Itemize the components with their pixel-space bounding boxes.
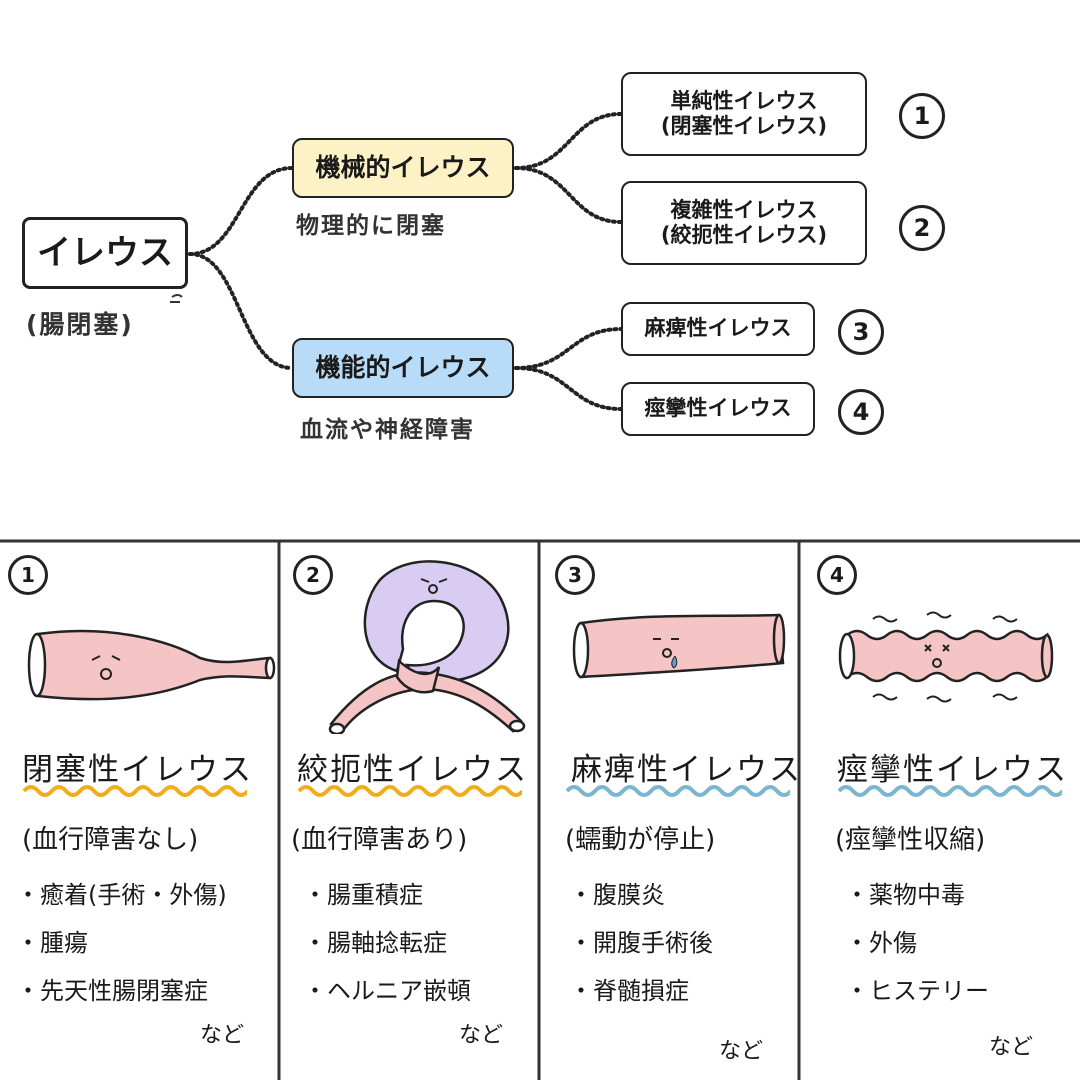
list-item: ・開腹手術後	[569, 929, 713, 957]
leaf-number-1: 1	[899, 93, 945, 139]
panel-title: 閉塞性イレウス	[22, 752, 253, 788]
list-item: ・ヒステリー	[845, 977, 989, 1005]
cause-list: ・癒着(手術・外傷) ・腫瘍 ・先天性腸閉塞症	[16, 871, 227, 1015]
paralyzed-intestine-illustration	[572, 613, 786, 679]
panel-number: 4	[817, 555, 857, 595]
leaf-number-2: 2	[899, 205, 945, 251]
list-item: ・腸重積症	[303, 881, 423, 909]
list-item: ・外傷	[845, 929, 917, 957]
leaf-line1: 単純性イレウス	[670, 88, 818, 113]
twisted-intestine-illustration	[328, 560, 526, 734]
list-item: ・先天性腸閉塞症	[16, 977, 208, 1005]
leaf-line1: 痙攣性イレウス	[644, 396, 792, 421]
mechanical-node: 機械的イレウス	[292, 138, 514, 198]
leaf-simple-ileus: 単純性イレウス (閉塞性イレウス)	[621, 72, 867, 156]
root-label: イレウス	[37, 232, 173, 273]
panel-number: 2	[293, 555, 333, 595]
list-item: ・腫瘍	[16, 929, 88, 957]
title-underline	[565, 785, 790, 797]
cause-list: ・腹膜炎 ・開腹手術後 ・脊髄損症	[569, 871, 713, 1015]
connector-func-leaf3	[514, 327, 623, 370]
panel-subtitle: (血行障害なし)	[22, 825, 199, 855]
mechanical-label: 機械的イレウス	[315, 153, 491, 182]
functional-node: 機能的イレウス	[292, 338, 514, 398]
panel-subtitle: (血行障害あり)	[291, 825, 468, 855]
panel-subtitle: (痙攣性収縮)	[835, 825, 986, 855]
connector-mech-leaf1	[514, 112, 623, 170]
leaf-line1: 複雑性イレウス	[670, 197, 818, 222]
connector-lines	[170, 112, 623, 411]
cause-list: ・腸重積症 ・腸軸捻転症 ・ヘルニア嵌頓	[303, 871, 471, 1015]
spasm-intestine-illustration	[838, 611, 1054, 703]
connector-mech-leaf2	[514, 166, 623, 224]
panel-etc: など	[719, 1039, 764, 1064]
panel-number: 1	[8, 555, 48, 595]
connector-func-leaf4	[514, 366, 623, 411]
leaf-spastic-ileus: 痙攣性イレウス	[621, 382, 815, 436]
functional-note: 血流や神経障害	[300, 417, 475, 443]
functional-label: 機能的イレウス	[315, 353, 491, 382]
leaf-complex-ileus: 複雑性イレウス (絞扼性イレウス)	[621, 181, 867, 265]
panel-obstructive: 1 閉塞性イレウス (血行障害なし) ・癒着(手術・外傷) ・腫瘍 ・先天性腸閉…	[0, 541, 279, 1080]
leaf-line2: (閉塞性イレウス)	[660, 114, 828, 138]
title-underline	[837, 785, 1062, 797]
connector-root-mechanical	[188, 166, 294, 256]
panel-title: 痙攣性イレウス	[837, 752, 1068, 788]
list-item: ・癒着(手術・外傷)	[16, 881, 227, 909]
title-underline	[22, 785, 247, 797]
leaf-paralytic-ileus: 麻痺性イレウス	[621, 302, 815, 356]
panel-etc: など	[459, 1023, 504, 1048]
panel-title: 絞扼性イレウス	[297, 752, 528, 788]
panel-paralytic: 3 麻痺性イレウス (蠕動が停止) ・腹膜炎 ・開腹手術後 ・脊髄損症 など	[539, 541, 802, 1080]
panel-number: 3	[555, 555, 595, 595]
list-item: ・脊髄損症	[569, 977, 689, 1005]
list-item: ・薬物中毒	[845, 881, 965, 909]
pen-mark	[170, 294, 183, 303]
panel-spastic: 4 痙攣性イレウス (痙攣性収縮) ・薬物中毒 ・外傷 ・ヒステリー など	[799, 541, 1080, 1080]
leaf-line2: (絞扼性イレウス)	[660, 223, 828, 247]
connector-root-functional	[188, 252, 294, 370]
leaf-line1: 麻痺性イレウス	[644, 316, 792, 341]
leaf-number-4: 4	[838, 389, 884, 435]
root-node: イレウス	[22, 217, 188, 289]
title-underline	[297, 785, 522, 797]
panel-subtitle: (蠕動が停止)	[565, 825, 716, 855]
list-item: ・ヘルニア嵌頓	[303, 977, 471, 1005]
obstructed-intestine-illustration	[27, 629, 276, 701]
cause-list: ・薬物中毒 ・外傷 ・ヒステリー	[845, 871, 989, 1015]
panel-etc: など	[200, 1023, 245, 1048]
panel-strangulated: 2 絞扼性イレウス (血行障害あり) ・腸重積症 ・腸軸捻転症 ・ヘルニア嵌頓 …	[279, 541, 539, 1080]
panel-title: 麻痺性イレウス	[571, 752, 802, 788]
mechanical-note: 物理的に閉塞	[296, 213, 446, 239]
list-item: ・腹膜炎	[569, 881, 665, 909]
leaf-number-3: 3	[838, 309, 884, 355]
list-item: ・腸軸捻転症	[303, 929, 447, 957]
panel-etc: など	[989, 1035, 1034, 1060]
root-note: (腸閉塞)	[26, 310, 134, 339]
